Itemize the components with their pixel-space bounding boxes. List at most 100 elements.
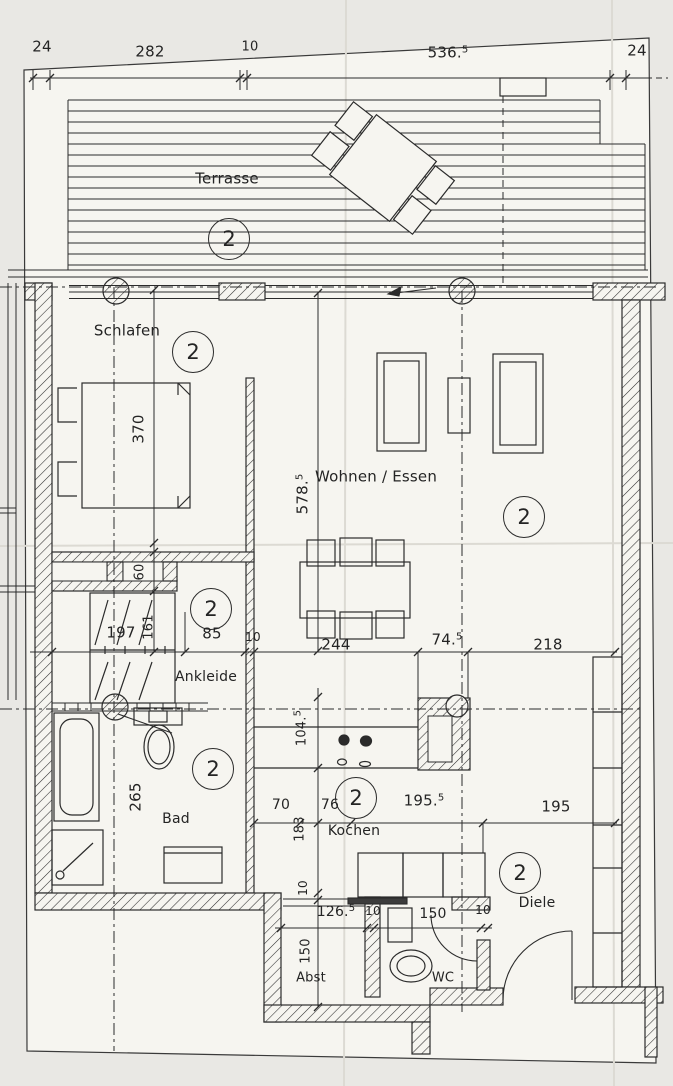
burner [338,734,350,746]
dim-label-10-wall-v: 10 [296,880,310,896]
dim-label-74-5: 74.5 [431,630,463,649]
furniture [51,352,623,988]
terrace-threshold [8,269,648,278]
toilet [389,949,433,983]
chair [306,539,336,567]
chair [306,610,336,639]
entry-door-swing [502,930,573,1001]
room-label-terrasse: Terrasse [195,169,259,188]
wall-right [621,299,641,988]
bathtub [53,712,100,822]
dim-label-536-5: 536.5 [427,43,469,62]
bed [81,382,191,509]
unit-marker: 2 [335,777,377,819]
unit-marker: 2 [172,331,214,373]
abst-sliding-door [347,897,408,905]
sideboard-inner [499,361,537,446]
wardrobe [89,592,176,704]
doors [117,713,573,1001]
dim-label-85: 85 [202,624,222,643]
room-label-kochen: Kochen [327,823,381,839]
dim-label-244: 244 [321,635,351,654]
room-label-wohnen-essen: Wohnen / Essen [314,467,438,486]
dim-label-70: 70 [271,797,291,813]
unit-marker: 2 [208,218,250,260]
bed-corner-folds [177,382,191,509]
dim-label-282: 282 [135,42,165,61]
sideboard [376,352,427,452]
dim-label-150-abst: 150 [298,938,314,964]
wall-shaft-right [162,561,178,582]
dim-label-578-5: 578.5 [293,473,312,515]
north-arrow-mark [386,286,437,297]
dim-label-10-a: 10 [365,904,381,918]
terrace-table-set [310,100,456,236]
unit-marker: 2 [192,748,234,790]
dim-label-370: 370 [129,414,148,444]
unit-marker: 2 [499,852,541,894]
wc-door-swing [430,914,478,962]
unit-marker: 2 [190,588,232,630]
dim-label-104-5: 104.5 [292,709,310,747]
dim-label-161: 161 [141,614,157,640]
dim-label-150-wc: 150 [419,906,447,922]
chair [339,537,373,567]
dim-label-183: 183 [292,816,308,842]
wall-pier-mid [218,282,266,301]
room-label-schlafen: Schlafen [93,321,161,340]
unit-marker: 2 [503,496,545,538]
dim-label-265: 265 [126,782,145,812]
hall-cupboard-shelves [593,711,622,934]
washbasin-inner [147,729,171,765]
dim-label-10-top: 10 [241,39,259,55]
chimney-flue [445,694,469,718]
room-label-ankleide: Ankleide [174,669,238,685]
wall-corner-br [644,986,658,1058]
centerlines [0,286,660,1051]
wall-abst-south [263,1004,431,1023]
washbasin-tap [148,710,168,723]
bad-door-leaf [117,713,173,734]
bath-bench [163,846,223,884]
dim-label-195-5: 195.5 [403,791,445,810]
dim-label-218: 218 [533,635,563,654]
chair [375,610,405,639]
column-round [102,277,130,305]
column-round [101,693,129,721]
dimension-lines [28,70,668,1012]
wardrobe-rail-ticks [104,646,166,654]
toilet-inner [396,955,426,977]
burner [359,735,373,747]
wall-step [411,1021,431,1055]
wall-pier-topright [592,282,666,301]
wall-shaft-mid [106,561,124,582]
coffee-table [447,377,471,434]
nightstands [57,387,77,497]
wall-abst-west [263,892,282,1023]
sideboard-inner [383,360,420,444]
room-label-diele: Diele [518,895,556,911]
wardrobe-hangers [94,599,153,701]
dim-label-76: 76 [320,797,340,813]
shower-drain [55,870,65,880]
dim-label-24-right: 24 [627,41,647,60]
chimney-flue-box [427,715,453,763]
wall-wc-south [429,987,504,1006]
shower-diagonal [62,842,94,872]
room-label-wc: WC [431,970,455,986]
shower [51,829,104,886]
burner [336,758,348,766]
dim-label-10-mid: 10 [245,630,261,644]
left-parapet [0,283,35,700]
dim-label-126-5: 126.5 [316,903,356,920]
dim-label-10-b: 10 [475,903,491,917]
chair [339,611,373,640]
wall-left [34,282,53,894]
room-label-abst: Abst [296,970,326,986]
burner [358,760,372,768]
wall-bad-south [34,892,282,911]
sideboard [492,353,544,454]
room-label-bad: Bad [162,811,190,827]
